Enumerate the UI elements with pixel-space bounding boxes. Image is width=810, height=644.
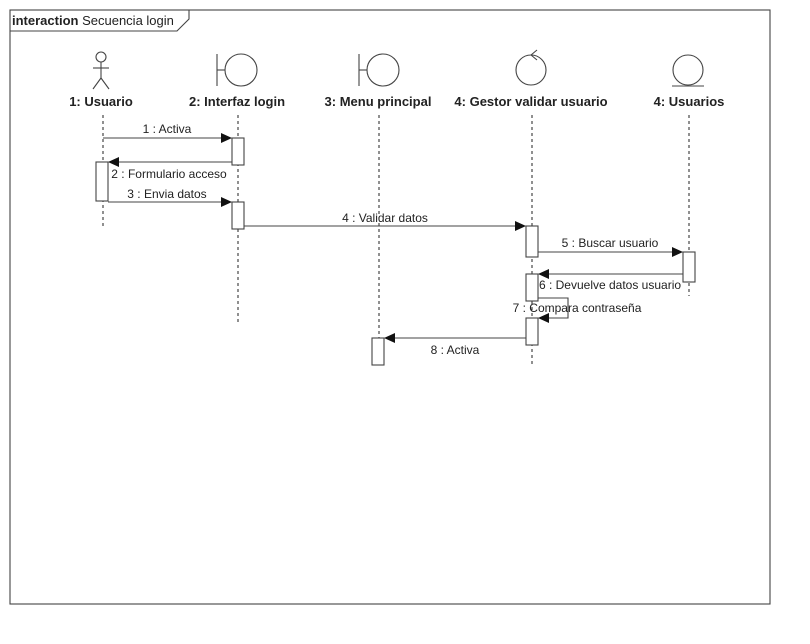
arrowhead: [538, 269, 549, 279]
activation-usuarios: [682, 251, 696, 283]
message-label: 2 : Formulario acceso: [111, 167, 227, 181]
message-6: 6 : Devuelve datos usuario: [538, 269, 683, 292]
lifeline-usuarios: 4: Usuarios: [654, 54, 725, 296]
boundary-icon: [216, 53, 258, 87]
frame-title: interaction Secuencia login: [12, 13, 174, 28]
activation-interfaz-1: [231, 137, 245, 166]
entity-icon: [672, 54, 704, 87]
activation-gestor-3: [525, 317, 539, 346]
lifeline-gestor: 4: Gestor validar usuario: [454, 49, 608, 366]
message-8: 8 : Activa: [384, 333, 526, 357]
arrowhead: [108, 157, 119, 167]
lifeline-label-usuarios: 4: Usuarios: [654, 94, 725, 109]
message-label: 6 : Devuelve datos usuario: [539, 278, 681, 292]
message-label: 4 : Validar datos: [342, 211, 428, 225]
lifeline-interfaz: 2: Interfaz login: [189, 53, 285, 322]
message-7: 7 : Compara contraseña: [513, 297, 642, 323]
message-2: 2 : Formulario acceso: [108, 157, 232, 181]
arrowhead: [221, 197, 232, 207]
lifeline-label-menu: 3: Menu principal: [325, 94, 432, 109]
arrowhead: [384, 333, 395, 343]
lifeline-usuario: 1: Usuario: [69, 51, 133, 226]
activation-gestor-1: [525, 225, 539, 258]
message-label: 5 : Buscar usuario: [562, 236, 659, 250]
message-4: 4 : Validar datos: [244, 211, 526, 231]
frame-name: Secuencia login: [82, 13, 174, 28]
activation-interfaz-2: [231, 201, 245, 230]
arrowhead: [221, 133, 232, 143]
lifeline-label-gestor: 4: Gestor validar usuario: [454, 94, 607, 109]
arrowhead: [515, 221, 526, 231]
boundary-icon: [358, 53, 400, 87]
message-5: 5 : Buscar usuario: [538, 236, 683, 257]
message-label: 7 : Compara contraseña: [513, 301, 642, 315]
message-1: 1 : Activa: [103, 122, 232, 143]
lifeline-label-usuario: 1: Usuario: [69, 94, 133, 109]
interaction-frame: [9, 9, 771, 605]
activation-gestor-2: [525, 273, 539, 302]
lifeline-label-interfaz: 2: Interfaz login: [189, 94, 285, 109]
activation-menu: [371, 337, 385, 366]
activation-usuario: [95, 161, 109, 202]
control-icon: [515, 49, 547, 86]
frame-keyword: interaction: [12, 13, 79, 28]
message-3: 3 : Envia datos: [108, 187, 232, 207]
frame-title-tab: [10, 10, 190, 32]
arrowhead: [538, 313, 549, 323]
message-label: 3 : Envia datos: [127, 187, 206, 201]
message-label: 8 : Activa: [431, 343, 480, 357]
arrowhead: [672, 247, 683, 257]
actor-icon: [92, 51, 110, 90]
lifeline-menu: 3: Menu principal: [325, 53, 432, 366]
message-label: 1 : Activa: [143, 122, 192, 136]
